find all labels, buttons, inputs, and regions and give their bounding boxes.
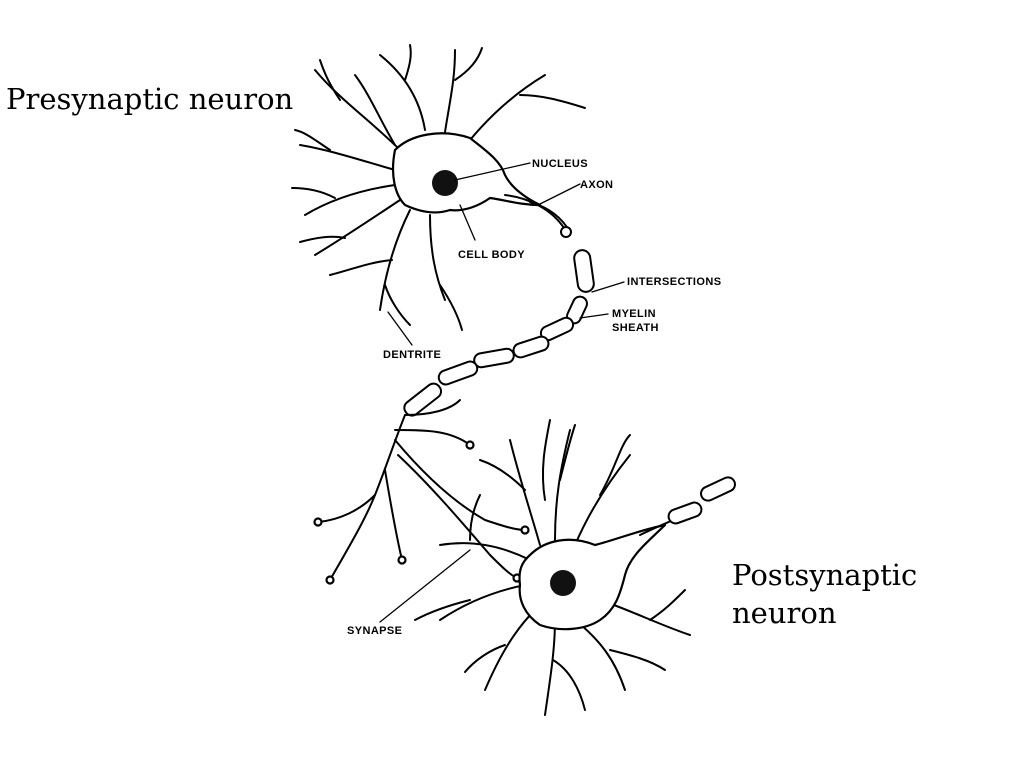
- myelin-sheath-segments: [403, 226, 595, 417]
- presynaptic-nucleus: [432, 170, 458, 196]
- label-dentrite: DENTRITE: [383, 349, 441, 361]
- label-sheath: SHEATH: [612, 322, 659, 334]
- label-axon: AXON: [580, 179, 613, 191]
- label-synapse: SYNAPSE: [347, 625, 402, 637]
- presynaptic-dendrites: [291, 44, 586, 331]
- label-cell-body: CELL BODY: [458, 249, 525, 261]
- label-myelin: MYELIN: [612, 308, 656, 320]
- presynaptic-neuron-label: Presynaptic neuron: [6, 82, 294, 116]
- label-intersections: INTERSECTIONS: [627, 276, 721, 288]
- postsynaptic-neuron-label: Postsynaptic neuron: [732, 558, 918, 630]
- axon-terminals: [313, 399, 530, 585]
- postsynaptic-nucleus: [550, 570, 576, 596]
- label-nucleus: NUCLEUS: [532, 158, 588, 170]
- leader-lines: [379, 162, 625, 623]
- postsynaptic-cell-body: [518, 523, 667, 631]
- postsynaptic-dendrites: [414, 419, 691, 716]
- presynaptic-cell-body: [391, 132, 542, 214]
